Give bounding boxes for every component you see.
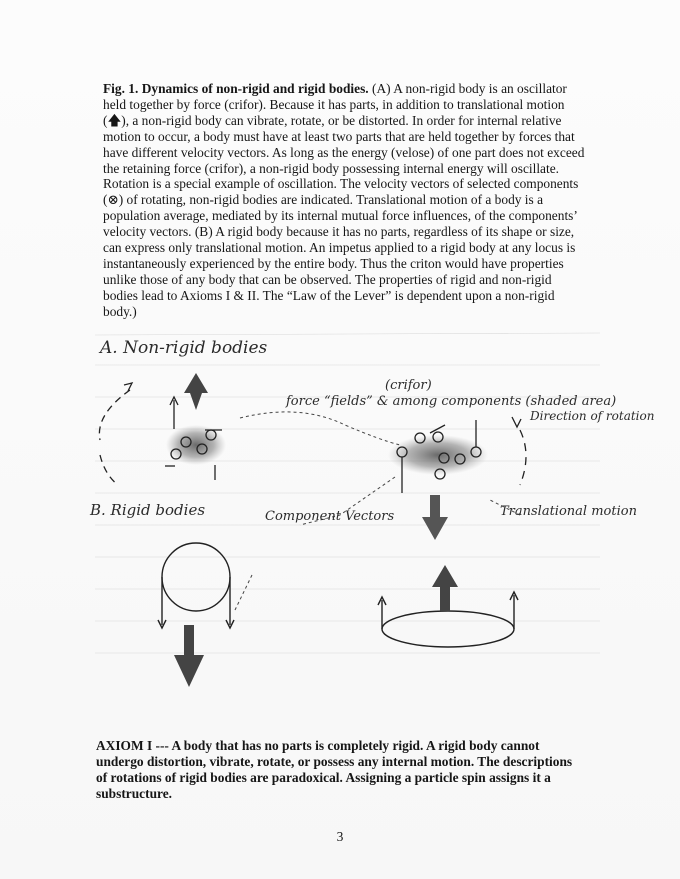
translation-arrow-up-icon — [184, 373, 208, 410]
label-direction-rotation: Direction of rotation — [529, 409, 654, 423]
circled-times-icon: ⊗ — [107, 192, 118, 207]
label-crifor: (crifor) — [385, 378, 432, 393]
figure-caption: Fig. 1. Dynamics of non-rigid and rigid … — [103, 81, 589, 320]
down-arrow-icon — [422, 495, 448, 540]
non-rigid-body-left — [99, 383, 226, 485]
up-arrow-icon: 🡅 — [107, 113, 121, 128]
rigid-up-arrow-icon — [432, 565, 458, 611]
non-rigid-body-right — [388, 417, 526, 493]
label-forces: force “fields” & among components (shade… — [285, 394, 616, 409]
rigid-down-arrow-icon — [174, 625, 204, 687]
hand-drawn-figure: A. Non-rigid bodies — [0, 325, 680, 725]
label-b: B. Rigid bodies — [89, 501, 205, 519]
figure-drawing: A. Non-rigid bodies — [0, 325, 680, 725]
figure-label: Fig. 1. — [103, 81, 138, 96]
label-translational-motion: Translational motion — [500, 504, 637, 519]
figure-title: Dynamics of non-rigid and rigid bodies. — [142, 81, 369, 96]
caption-text-3: ) of rotating, non-rigid bodies are indi… — [103, 192, 577, 318]
rigid-body-circle — [158, 543, 234, 628]
axiom-text: AXIOM I --- A body that has no parts is … — [96, 738, 586, 802]
ruled-lines — [95, 333, 600, 653]
page-number: 3 — [0, 829, 680, 845]
label-component-vectors: Component Vectors — [265, 509, 394, 524]
label-a: A. Non-rigid bodies — [98, 338, 268, 358]
